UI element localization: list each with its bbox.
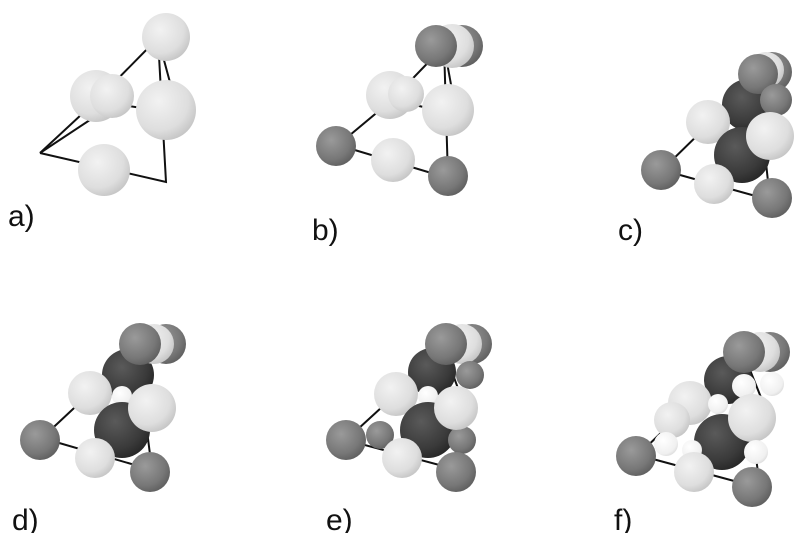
atom-medium: [415, 25, 457, 67]
atom-medium: [428, 156, 468, 196]
atom-medium: [616, 436, 656, 476]
panel-label-a: a): [8, 200, 35, 233]
atom-light: [90, 74, 134, 118]
atom-light: [674, 452, 714, 492]
atom-white: [760, 372, 784, 396]
atom-light: [75, 438, 115, 478]
panel-label-f: f): [614, 504, 632, 533]
atom-medium: [366, 421, 394, 449]
atom-medium: [752, 178, 792, 218]
panel-label-d: d): [12, 504, 39, 533]
atom-light: [388, 76, 424, 112]
atom-medium: [448, 426, 476, 454]
panel-a: a): [8, 13, 196, 233]
atom-light: [78, 144, 130, 196]
atom-light: [434, 386, 478, 430]
atom-light: [686, 100, 730, 144]
atom-light: [382, 438, 422, 478]
atom-medium: [641, 150, 681, 190]
panel-label-c: c): [618, 214, 643, 247]
panel-e: e): [326, 323, 492, 533]
atom-light: [371, 138, 415, 182]
atom-medium: [760, 84, 792, 116]
atom-medium: [119, 323, 161, 365]
atom-light: [694, 164, 734, 204]
atom-light: [68, 371, 112, 415]
atom-light: [142, 13, 190, 61]
atom-white: [744, 440, 768, 464]
panel-d: d): [12, 323, 186, 533]
atom-white: [654, 432, 678, 456]
atom-light: [136, 80, 196, 140]
atom-medium: [130, 452, 170, 492]
atom-medium: [425, 323, 467, 365]
atom-light: [422, 84, 474, 136]
panel-f: f): [614, 331, 790, 533]
atom-medium: [326, 420, 366, 460]
atom-white: [112, 386, 132, 406]
atom-light: [374, 372, 418, 416]
atom-white: [708, 394, 728, 414]
panel-label-e: e): [326, 504, 353, 533]
atom-medium: [20, 420, 60, 460]
atom-medium: [316, 126, 356, 166]
atom-light: [654, 402, 690, 438]
panel-c: c): [618, 52, 794, 247]
panel-b: b): [312, 24, 483, 247]
atom-medium: [456, 361, 484, 389]
atom-medium: [723, 331, 765, 373]
atom-light: [746, 112, 794, 160]
atom-medium: [732, 467, 772, 507]
atom-light: [128, 384, 176, 432]
atom-medium: [738, 54, 778, 94]
atom-light: [728, 394, 776, 442]
panel-label-b: b): [312, 214, 339, 247]
atom-medium: [436, 452, 476, 492]
atom-white: [732, 374, 756, 398]
atom-white: [418, 386, 438, 406]
